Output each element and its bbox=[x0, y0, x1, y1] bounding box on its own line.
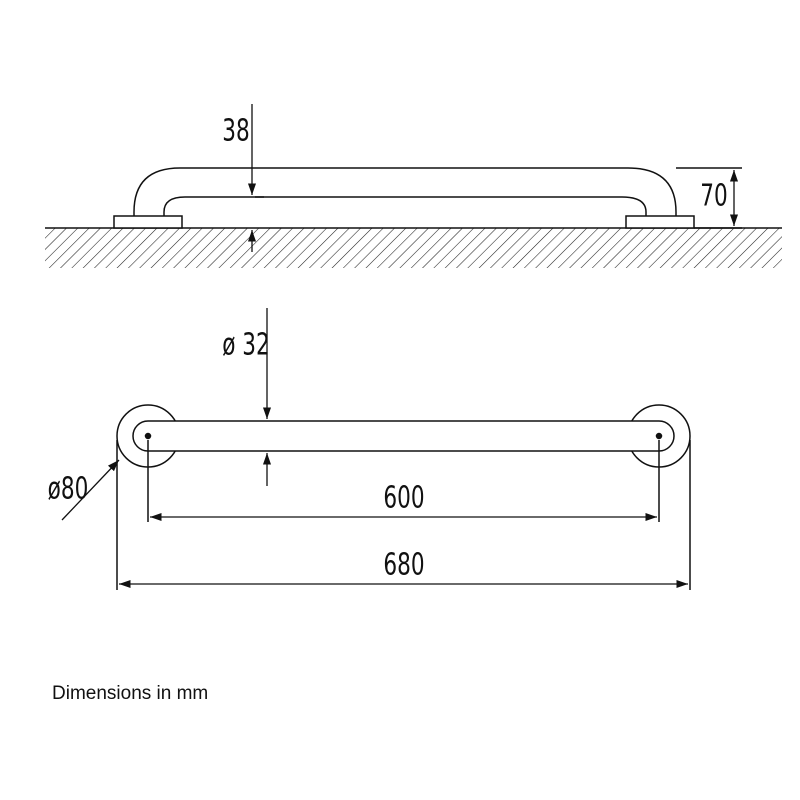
bar-tube-outline bbox=[132, 420, 675, 452]
tube-diameter-label: ø 32 bbox=[222, 328, 270, 362]
right-flange-side bbox=[625, 215, 695, 229]
flange-diameter-label: ø80 bbox=[48, 472, 89, 506]
left-flange-side bbox=[113, 215, 183, 229]
flange-diameter-leader bbox=[61, 459, 120, 521]
right-mounting-hole bbox=[655, 432, 663, 440]
clearance-label: 38 bbox=[222, 114, 249, 148]
units-note: Dimensions in mm bbox=[52, 683, 209, 704]
overall-length-label: 680 bbox=[383, 548, 424, 582]
projection-label: 70 bbox=[700, 179, 727, 213]
bar-inner-profile bbox=[163, 196, 647, 216]
center-distance-label: 600 bbox=[383, 481, 424, 515]
flange-diameter-dimension bbox=[61, 459, 120, 521]
left-mounting-hole bbox=[144, 432, 152, 440]
top-view bbox=[116, 404, 691, 590]
bar-outer-profile bbox=[133, 167, 677, 216]
wall-hatching bbox=[45, 228, 782, 268]
side-view bbox=[45, 167, 782, 268]
